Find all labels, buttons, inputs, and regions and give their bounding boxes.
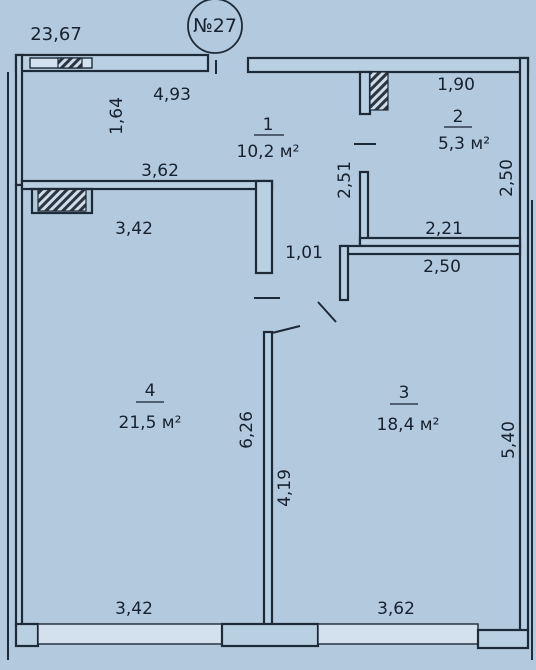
room-1-number: 1: [263, 115, 274, 135]
top-wall-right: [246, 56, 530, 74]
wall-room3-left-upper: [338, 244, 350, 302]
door-room3: [317, 301, 337, 323]
total-area-label: 23,67: [30, 24, 82, 45]
dim-hall-depth: 1,64: [107, 97, 127, 135]
wall-bath-left-lower: [358, 170, 370, 246]
dim-room3-bottom: 3,62: [377, 599, 415, 619]
bottom-wall-mid: [220, 622, 320, 648]
wall-bath-bottom: [358, 236, 522, 248]
bottom-wall-right: [476, 628, 530, 650]
window-room4: [37, 623, 223, 645]
dim-room3-depth: 5,40: [499, 421, 519, 459]
room-4-area: 21,5 м²: [119, 413, 182, 433]
room-2-number: 2: [453, 107, 464, 127]
room-4-number: 4: [145, 381, 156, 401]
wall-room4-room3: [262, 330, 274, 634]
room-3-area: 18,4 м²: [377, 415, 440, 435]
apartment-number-circle: [187, 0, 243, 54]
wall-room4-top: [20, 179, 274, 191]
wall-room4-right-upper: [254, 179, 274, 275]
window-room3: [317, 623, 479, 645]
dim-hall-bottom: 3,62: [141, 161, 179, 181]
dim-hall-width: 4,93: [153, 85, 191, 105]
dim-room4-top: 3,42: [115, 219, 153, 239]
bottom-wall-left: [14, 622, 40, 648]
wall-room3-top: [340, 244, 522, 256]
dim-room4-depth: 6,26: [237, 411, 257, 449]
dim-corridor-width: 1,01: [285, 243, 323, 263]
left-wall-lower: [14, 183, 24, 627]
door-stub-room4: [271, 325, 301, 334]
dim-room3-top: 2,50: [423, 257, 461, 277]
dim-bath-bottom: 2,21: [425, 219, 463, 239]
ventilation-duct-bath: [369, 71, 389, 111]
apartment-number: №27: [193, 15, 237, 37]
dim-bath-top: 1,90: [437, 75, 475, 95]
wall-bath-left: [358, 70, 372, 116]
room-3-number: 3: [399, 383, 410, 403]
dim-bath-right: 2,50: [497, 159, 517, 197]
room-2-area: 5,3 м²: [438, 134, 490, 154]
right-wall: [518, 56, 530, 640]
room-1-area: 10,2 м²: [237, 142, 300, 162]
dim-room4-bottom: 3,42: [115, 599, 153, 619]
ventilation-duct-room4: [37, 188, 87, 212]
ventilation-duct-top: [57, 57, 83, 69]
left-wall-upper: [14, 53, 24, 187]
dim-room3-left: 4,19: [275, 469, 295, 507]
dim-corridor-right: 2,51: [335, 161, 355, 199]
duct-room4-frame: [30, 187, 94, 215]
